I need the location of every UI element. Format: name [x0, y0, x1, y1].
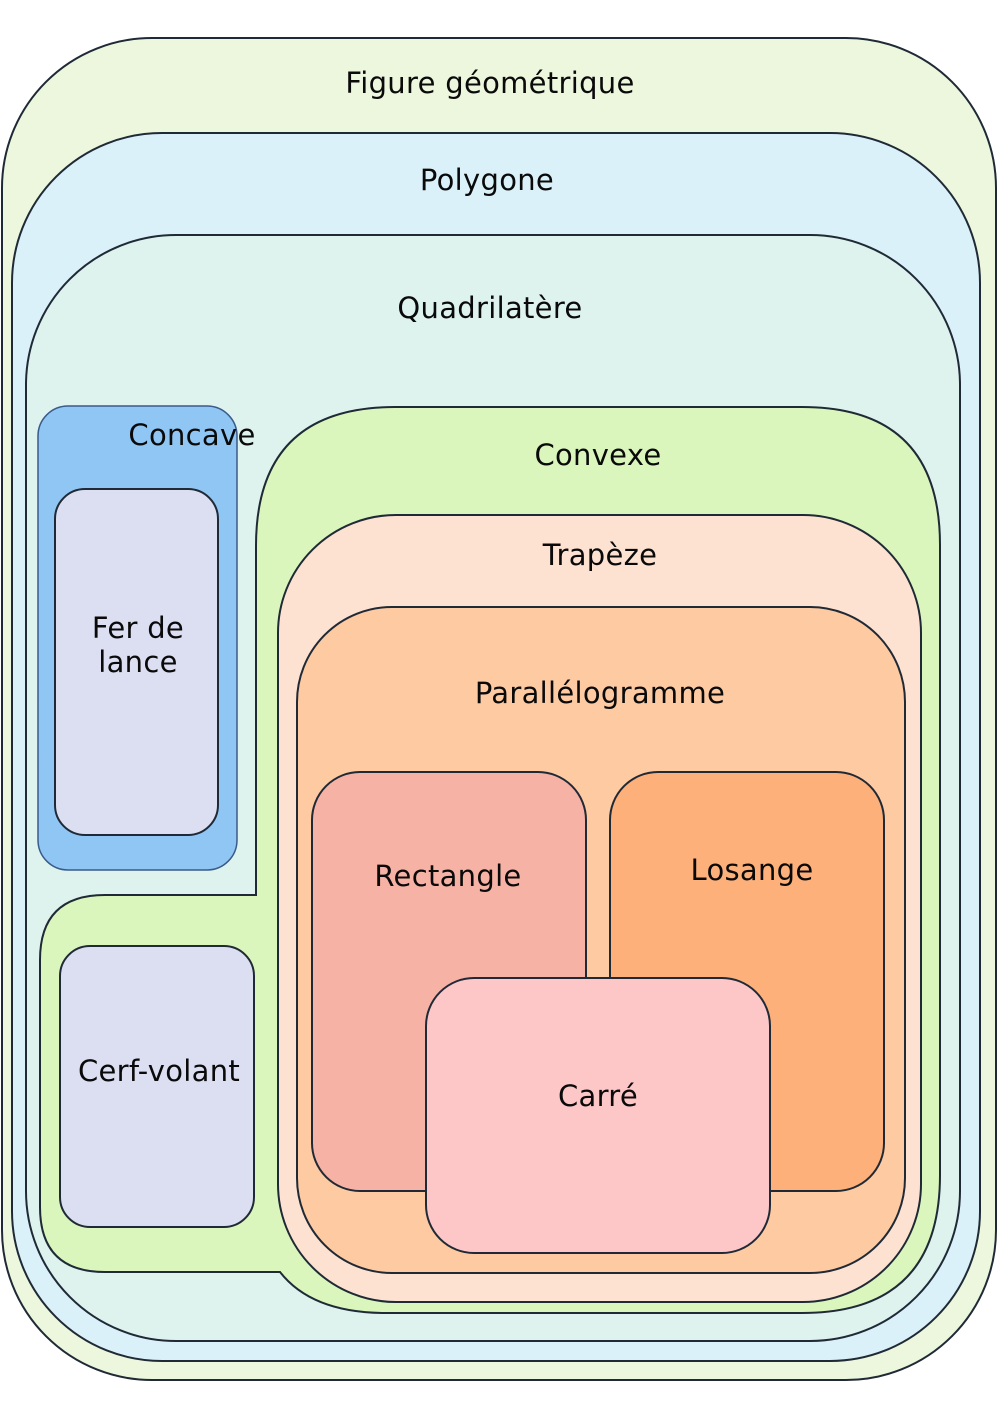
- convexe-label: Convexe: [534, 438, 662, 472]
- fer-de-lance-label-line1: Fer de: [91, 611, 185, 645]
- rectangle-label: Rectangle: [374, 859, 522, 893]
- trapeze-label: Trapèze: [542, 538, 658, 572]
- polygone-label: Polygone: [419, 163, 555, 197]
- losange-label: Losange: [690, 853, 814, 887]
- concave-label: Concave: [128, 418, 256, 452]
- fer-de-lance-label-line2: lance: [98, 645, 178, 679]
- fer-de-lance-box: [54, 488, 219, 836]
- parallelogramme-label: Parallélogramme: [474, 676, 726, 710]
- carre-region: [425, 977, 771, 1254]
- fer-de-lance-label: Fer de lance: [55, 611, 221, 679]
- figure-geometrique-label: Figure géométrique: [345, 66, 635, 100]
- cerf-volant-box: [59, 945, 255, 1228]
- cerf-volant-label: Cerf-volant: [77, 1054, 241, 1088]
- quadrilatere-label: Quadrilatère: [397, 291, 583, 325]
- carre-label: Carré: [557, 1079, 639, 1113]
